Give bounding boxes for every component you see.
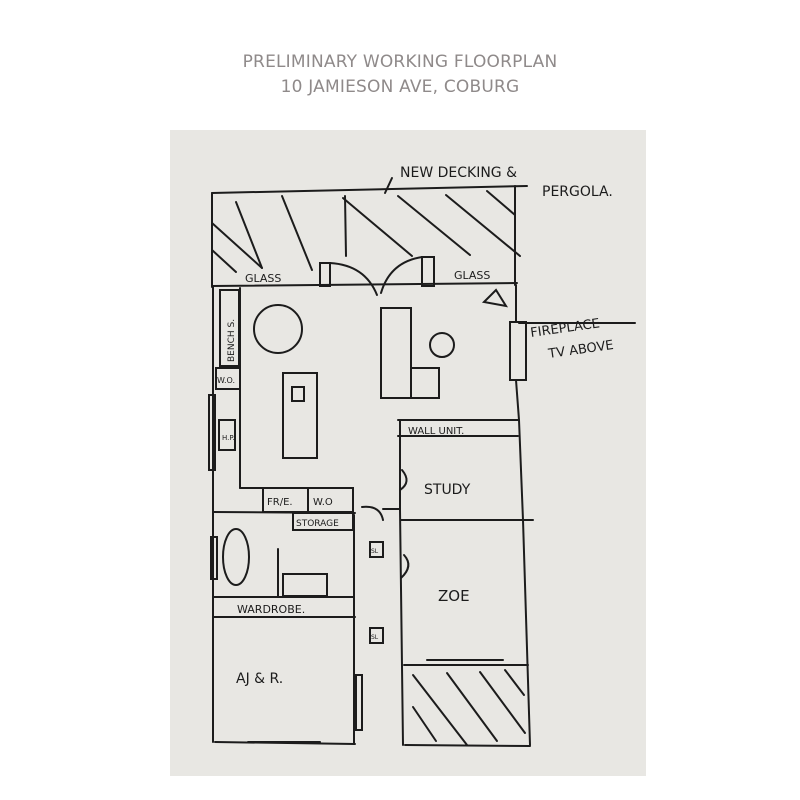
label-wo: W.O. <box>217 376 235 385</box>
label-fridge: FR/E. <box>267 497 293 508</box>
french-doors <box>319 256 435 296</box>
coffee-table <box>429 332 455 358</box>
label-wardrobe: WARDROBE. <box>237 603 305 616</box>
label-glass-right: GLASS <box>454 269 490 282</box>
label-wall-unit: WALL UNIT. <box>408 426 464 437</box>
label-pergola: PERGOLA. <box>542 184 613 200</box>
label-glass-left: GLASS <box>245 272 281 285</box>
label-bench: BENCH S. <box>227 319 237 362</box>
label-hp: H.P. <box>222 434 235 442</box>
label-skylight-2: SL <box>371 634 379 641</box>
bathroom-fixtures <box>210 469 504 743</box>
plan-address: 10 JAMIESON AVE, COBURG <box>280 77 520 97</box>
vanity <box>282 573 328 597</box>
label-decking: NEW DECKING & <box>400 165 517 181</box>
kitchen-island <box>282 372 318 459</box>
label-storage: STORAGE <box>296 519 339 529</box>
fireplace <box>509 321 527 381</box>
front-hatch <box>412 669 526 746</box>
label-ajr: AJ & R. <box>236 671 283 687</box>
label-study: STUDY <box>424 482 471 498</box>
label-zoe: ZOE <box>438 587 470 605</box>
bathtub <box>222 528 250 586</box>
living-furniture <box>208 288 636 471</box>
deck-area <box>211 177 528 288</box>
plan-title: PRELIMINARY WORKING FLOORPLAN <box>242 52 558 72</box>
dining-table <box>253 304 303 354</box>
wall-oven <box>215 367 241 390</box>
label-skylight-1: SL <box>371 548 379 555</box>
label-wo-hall: W.O <box>313 497 333 508</box>
bench-seat <box>219 289 240 367</box>
sofa <box>380 307 412 399</box>
